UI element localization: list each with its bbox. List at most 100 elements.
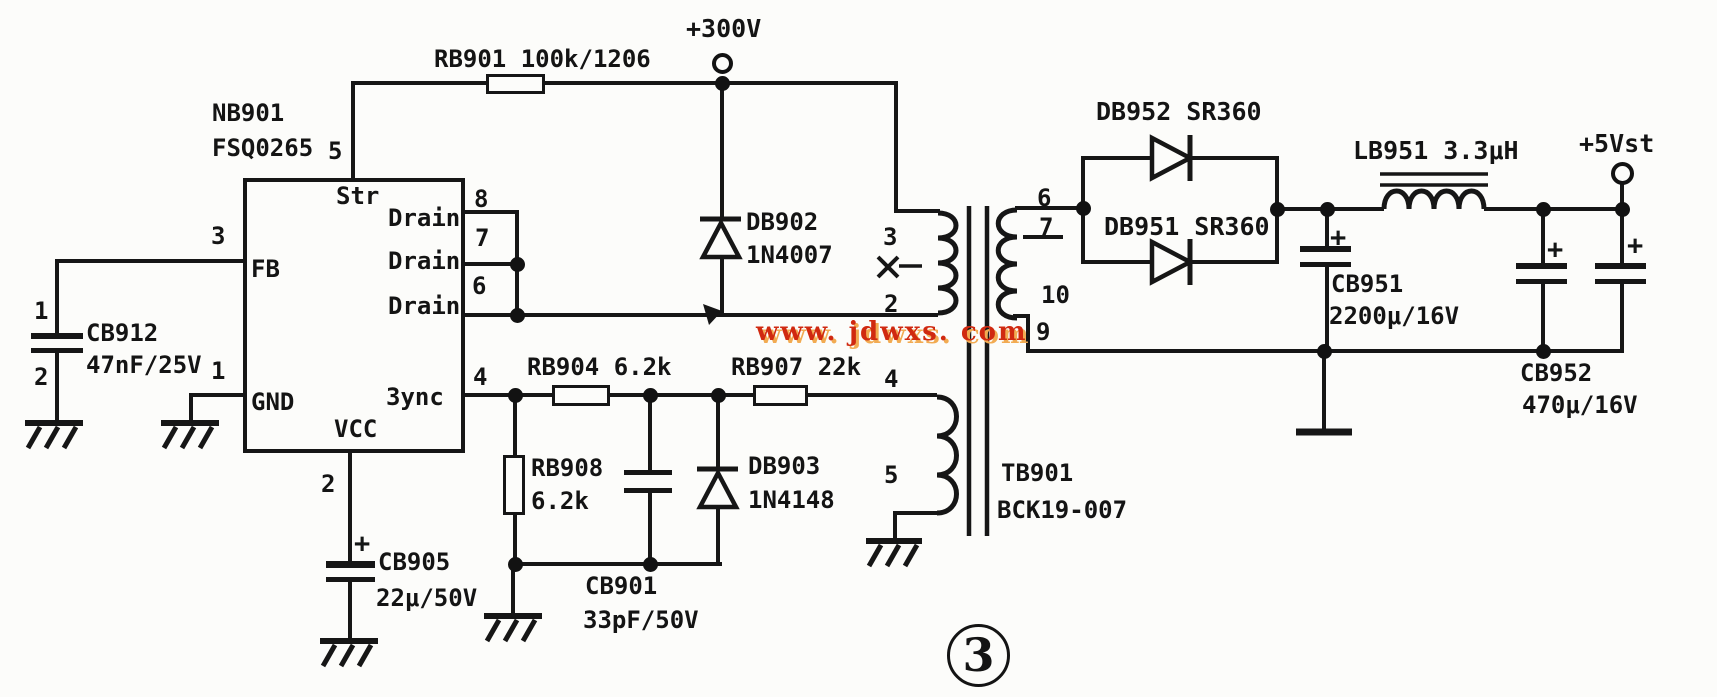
wire [513,393,517,457]
aux-winding-coil [936,394,959,516]
capacitor-cb951 [1300,246,1351,252]
inductor-lb951-core [1380,172,1488,187]
wire [1620,211,1624,265]
pin-number-str: 5 [328,137,343,165]
db902-ref: DB902 [746,208,819,236]
junction-dot [1536,344,1551,359]
secondary-winding-coil [995,207,1018,321]
cb901-value: 33pF/50V [583,606,699,634]
wire [545,81,724,85]
xfmr-pin-2: 2 [884,290,899,318]
cb912-ref: CB912 [86,319,159,347]
wire [1083,156,1152,160]
junction-dot [510,257,525,272]
wire [894,81,898,213]
wire [720,85,724,219]
rb907-label: RB907 22k [731,353,862,381]
cb905-ref: CB905 [378,548,451,576]
wire [1023,235,1063,239]
wire [515,393,554,397]
wire [894,209,940,213]
junction-dot [1615,202,1630,217]
xfmr-pin-4: 4 [884,365,899,393]
pin-label-drain8: Drain [388,204,461,232]
wire [1190,260,1277,264]
resistor-rb907 [753,385,808,406]
pin-number-drain7: 7 [475,224,490,252]
junction-dot [1270,202,1285,217]
cb951-ref: CB951 [1331,270,1404,298]
pin-number-gnd: 1 [211,357,226,385]
diode-db952 [1149,134,1195,182]
db903-value: 1N4148 [748,486,835,514]
primary-winding-coil [937,210,959,316]
diode-db903 [696,466,740,510]
wire [511,566,515,616]
junction-dot [715,76,730,91]
capacitor-cb952 [1516,263,1567,269]
wire [1026,314,1030,353]
pin-number-drain6: 6 [472,272,487,300]
db902-value: 1N4007 [746,241,833,269]
ic-ref-label: NB901 [212,99,285,127]
wire [189,393,193,425]
cb951-value: 2200μ/16V [1329,302,1460,330]
capacitor-cb912 [31,348,83,353]
wire [1541,284,1545,351]
wire [1322,351,1326,432]
db951-label: DB951 SR360 [1104,212,1270,241]
pin-label-vcc: VCC [334,415,378,443]
pin-number-sync: 4 [473,363,488,391]
junction-dot [1320,202,1335,217]
wire [513,514,517,566]
wire [610,393,722,397]
cb912-pin-top: 1 [34,297,49,325]
lb951-label: LB951 3.3μH [1353,136,1519,165]
junction-dot [1536,202,1551,217]
junction-dot [643,557,658,572]
xfmr-pin-3: 3 [883,223,898,251]
xfmr-pin-7: 7 [1039,213,1054,241]
pin-label-drain7: Drain [388,247,461,275]
db903-ref: DB903 [748,452,821,480]
wire [1013,314,1030,318]
rb908-ref: RB908 [531,454,604,482]
capacitor-cb901 [624,488,672,493]
polarity-plus: + [354,528,371,559]
ground-symbol [25,420,83,450]
wire [722,393,755,397]
watermark: www. jdwxs. com [756,317,1028,347]
polarity-plus: + [1547,234,1564,265]
wire [893,511,897,543]
junction-dot [510,308,525,323]
wire [895,511,937,515]
polarity-plus: + [1627,230,1644,261]
wire [1620,181,1624,211]
wire [55,259,59,337]
wire [513,562,722,566]
figure-number: 3 [962,628,995,682]
junction-dot [711,388,726,403]
pin-number-vcc: 2 [321,470,336,498]
transformer-part: BCK19-007 [997,496,1128,524]
cb905-value: 22μ/50V [376,584,478,612]
wire [1325,209,1329,248]
wire [1190,156,1277,160]
rb901-label: RB901 100k/1206 [434,45,651,73]
wire [517,313,938,317]
wire [648,493,652,566]
x-mark [876,255,922,279]
resistor-rb904 [552,385,610,406]
cb901-ref: CB901 [585,572,658,600]
wire [57,259,247,263]
wire [808,393,937,397]
wire [463,210,517,214]
rail-5vst-label: +5Vst [1579,129,1655,158]
junction-dot [643,388,658,403]
cb912-value: 47nF/25V [86,351,202,379]
transformer-ref: TB901 [1001,459,1074,487]
ground-symbol [484,613,542,643]
terminal-5vst [1611,162,1634,185]
capacitor-cb905 [326,561,375,568]
ground-symbol [866,538,922,568]
